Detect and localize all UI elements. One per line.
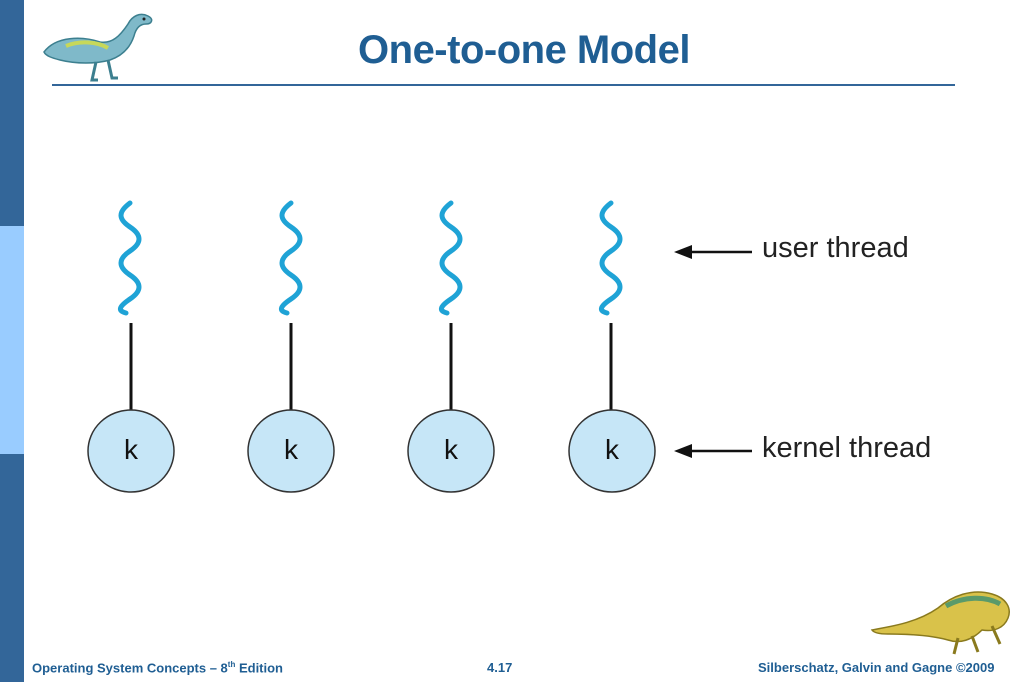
page-title: One-to-one Model (358, 28, 690, 72)
kernel-thread-arrow (674, 444, 752, 458)
kernel-thread-label-2: k (284, 434, 298, 465)
thread-pair-1 (87, 203, 175, 493)
kernel-thread-circle-1 (87, 409, 175, 493)
thread-pair-4 (568, 203, 656, 493)
user-thread-label: user thread (762, 232, 909, 264)
thread-pair-2 (247, 203, 335, 493)
footer-page-number: 4.17 (487, 660, 513, 675)
dinosaur-logo-icon (870, 591, 1010, 655)
footer-book-sup: th (227, 660, 236, 669)
title-divider (52, 84, 955, 86)
footer-book-suffix: Edition (235, 660, 284, 676)
user-thread-wave-1 (120, 203, 139, 313)
kernel-thread-circle-2 (247, 409, 335, 493)
footer-book-title: Operating System Concepts – 8th Edition (32, 660, 283, 675)
sidebar-accent (0, 226, 24, 454)
kernel-thread-label-4: k (605, 434, 619, 465)
kernel-thread-circle-4 (568, 409, 656, 493)
kernel-thread-label-1: k (124, 434, 138, 465)
thread-pair-3 (407, 203, 495, 493)
user-thread-wave-2 (281, 203, 300, 313)
footer-book-prefix: Operating System Concepts – 8 (32, 660, 228, 676)
dinosaur-logo-icon (43, 13, 153, 82)
kernel-thread-label-3: k (444, 434, 458, 465)
kernel-thread-circle-3 (407, 409, 495, 493)
footer-authors: Silberschatz, Galvin and Gagne ©2009 (758, 660, 995, 675)
kernel-thread-label: kernel thread (762, 432, 932, 464)
user-thread-arrow (674, 245, 752, 259)
user-thread-wave-3 (441, 203, 460, 313)
user-thread-wave-4 (601, 203, 620, 313)
